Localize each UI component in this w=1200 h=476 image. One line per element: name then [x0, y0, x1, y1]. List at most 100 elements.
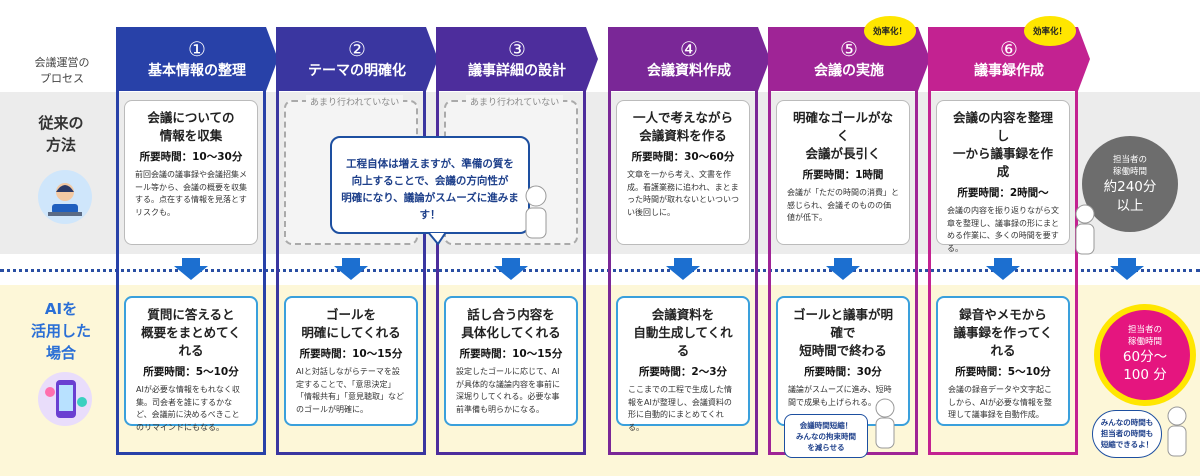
- efficiency-badge: 効率化！: [1024, 16, 1076, 46]
- step-number: ④: [680, 37, 698, 61]
- not-done-tag: あまり行われていない: [466, 95, 564, 108]
- card-title: 概要をまとめてくれる: [141, 325, 241, 358]
- card-description: 前回会議の議事録や会議招集メール等から、会議の概要を収集する。点在する情報を見落…: [135, 170, 247, 217]
- total-time-conventional: 担当者の 稼働時間 約240分 以上: [1082, 136, 1178, 232]
- row-label-ai: AIを 活用した 場合: [30, 300, 91, 362]
- card-title: 会議資料を: [651, 307, 715, 322]
- bubble-tail-icon: [428, 232, 448, 246]
- card-title: 具体化してくれる: [461, 325, 561, 340]
- down-arrow-stem: [1118, 258, 1136, 266]
- down-arrow-icon: [826, 266, 860, 280]
- staff-character-icon: [1075, 204, 1095, 255]
- card-title: 短時間で終わる: [799, 343, 887, 358]
- conventional-card: 会議の内容を整理し一から議事録を作成所要時間：2時間〜会議の内容を振り返りながら…: [936, 100, 1070, 253]
- down-arrow-icon: [666, 266, 700, 280]
- down-arrow-icon: [334, 266, 368, 280]
- time-saved-note: みんなの時間も 担当者の時間も 短縮できるよ！: [1092, 410, 1162, 458]
- card-title: 一から議事録を作成: [952, 146, 1053, 179]
- time-required: 所要時間：5〜10分: [143, 366, 239, 378]
- step-title: 会議資料作成: [647, 63, 731, 79]
- card-description: 議論がスムーズに進み、短時間で成果も上げられる。: [788, 385, 892, 407]
- time-required: 所要時間：2時間〜: [957, 187, 1049, 199]
- ai-card: ゴールと議事が明確で短時間で終わる所要時間：30分議論がスムーズに進み、短時間で…: [776, 296, 910, 426]
- step-number: ⑥: [1000, 37, 1018, 61]
- step-header: ① 基本情報の整理: [116, 27, 278, 91]
- step-number: ②: [348, 37, 366, 61]
- step-number: ③: [508, 37, 526, 61]
- step-number: ①: [188, 37, 206, 61]
- time-required: 所要時間：5〜10分: [955, 366, 1051, 378]
- down-arrow-stem: [834, 258, 852, 266]
- down-arrow-stem: [182, 258, 200, 266]
- down-arrow-stem: [502, 258, 520, 266]
- down-arrow-icon: [1110, 266, 1144, 280]
- card-title: 明確にしてくれる: [301, 325, 401, 340]
- card-title: 会議が長引く: [805, 146, 881, 161]
- process-label: 会議運営の プロセス: [34, 56, 90, 85]
- nurse-character-2-icon: [875, 398, 895, 449]
- conventional-card: 一人で考えながら会議資料を作る所要時間：30〜60分文章を一から考え、文書を作成…: [616, 100, 750, 245]
- nurse-character-icon: [525, 185, 547, 239]
- down-arrow-stem: [342, 258, 360, 266]
- card-description: AIと対話しながらテーマを設定することで、「意思決定」「情報共有」「意見聴取」な…: [296, 367, 404, 414]
- down-arrow-stem: [674, 258, 692, 266]
- explanation-bubble: 工程自体は増えますが、準備の質を 向上することで、会議の方向性が 明確になり、議…: [330, 136, 530, 234]
- step-title: 議事詳細の設計: [468, 63, 566, 79]
- efficiency-badge: 効率化！: [864, 16, 916, 46]
- card-title: 会議資料を作る: [639, 128, 727, 143]
- step-title: 会議の実施: [814, 63, 884, 79]
- step-title: テーマの明確化: [308, 63, 406, 79]
- card-description: 設定したゴールに応じて、AIが具体的な議論内容を事前に深堀りしてくれる。必要な事…: [456, 367, 560, 414]
- step-number: ⑤: [840, 37, 858, 61]
- time-required: 所要時間：2〜3分: [638, 366, 728, 378]
- time-required: 所要時間：30分: [804, 366, 882, 378]
- total-time-ai: 担当者の 稼働時間 60分〜 100 分: [1100, 310, 1190, 400]
- time-required: 所要時間：30〜60分: [631, 151, 735, 163]
- step-title: 基本情報の整理: [148, 63, 246, 79]
- down-arrow-stem: [994, 258, 1012, 266]
- card-description: 会議の録音データや文字起こしから、AIが必要な情報を整理して議事録を自動作成。: [948, 385, 1052, 419]
- ai-card: 録音やメモから議事録を作ってくれる所要時間：5〜10分会議の録音データや文字起こ…: [936, 296, 1070, 426]
- ai-card: 質問に答えると概要をまとめてくれる所要時間：5〜10分 AIが必要な情報をもれなく…: [124, 296, 258, 432]
- step-header: ③ 議事詳細の設計: [436, 27, 598, 91]
- step-header: ④ 会議資料作成: [608, 27, 770, 91]
- card-description: 会議の内容を振り返りながら文章を整理し、議事録の形にまとめる作業に、多くの時間を…: [947, 206, 1059, 253]
- ai-card: ゴールを明確にしてくれる所要時間：10〜15分 AIと対話しながらテーマを設定する…: [284, 296, 418, 426]
- card-title: 情報を収集: [159, 128, 223, 143]
- divider-line: [0, 269, 1200, 272]
- card-title: ゴールと議事が明確で: [792, 307, 893, 340]
- card-title: ゴールを: [325, 307, 376, 322]
- conventional-card: 明確なゴールがなく会議が長引く所要時間：1時間会議が「ただの時間の消費」と感じら…: [776, 100, 910, 245]
- time-required: 所要時間：10〜30分: [139, 151, 243, 163]
- staff-character-2-icon: [1167, 406, 1187, 457]
- card-title: 会議の内容を整理し: [952, 110, 1053, 143]
- meeting-shortened-note: 会議時間短縮！ みんなの拘束時間 を減らせる: [784, 414, 868, 458]
- card-title: 自動生成してくれる: [633, 325, 733, 358]
- card-title: 録音やメモから: [959, 307, 1047, 322]
- card-title: 話し合う内容を: [467, 307, 555, 322]
- not-done-tag: あまり行われていない: [306, 95, 404, 108]
- card-title: 明確なゴールがなく: [792, 110, 893, 143]
- time-required: 所要時間：1時間: [802, 169, 884, 181]
- card-title: 議事録を作ってくれる: [953, 325, 1053, 358]
- card-description: AIが必要な情報をもれなく収集。司会者を誰にするかなど、会議前に決めるべきことの…: [136, 385, 240, 432]
- time-required: 所要時間：10〜15分: [459, 348, 563, 360]
- row-label-conventional: 従来の 方法: [38, 114, 84, 154]
- ai-card: 話し合う内容を具体化してくれる所要時間：10〜15分設定したゴールに応じて、AI…: [444, 296, 578, 426]
- card-description: 会議が「ただの時間の消費」と感じられ、会議そのものの価値が低下。: [787, 188, 899, 222]
- card-description: 文章を一から考え、文書を作成。看護業務に追われ、まとまった時間が取れないといつい…: [627, 170, 739, 217]
- worker-avatar-icon: [38, 170, 92, 224]
- ai-phone-icon: [38, 372, 92, 426]
- down-arrow-icon: [494, 266, 528, 280]
- ai-card: 会議資料を自動生成してくれる所要時間：2〜3分ここまでの工程で生成した情報をAI…: [616, 296, 750, 432]
- down-arrow-icon: [174, 266, 208, 280]
- time-required: 所要時間：10〜15分: [299, 348, 403, 360]
- card-title: 一人で考えながら: [632, 110, 733, 125]
- card-description: ここまでの工程で生成した情報をAIが整理し、会議資料の形に自動的にまとめてくれる…: [628, 385, 732, 432]
- step-title: 議事録作成: [974, 63, 1044, 79]
- step-header: ⑤ 会議の実施: [768, 27, 930, 91]
- down-arrow-icon: [986, 266, 1020, 280]
- card-title: 会議についての: [147, 110, 235, 125]
- conventional-card: 会議についての情報を収集所要時間：10〜30分前回会議の議事録や会議招集メール等…: [124, 100, 258, 245]
- card-title: 質問に答えると: [147, 307, 235, 322]
